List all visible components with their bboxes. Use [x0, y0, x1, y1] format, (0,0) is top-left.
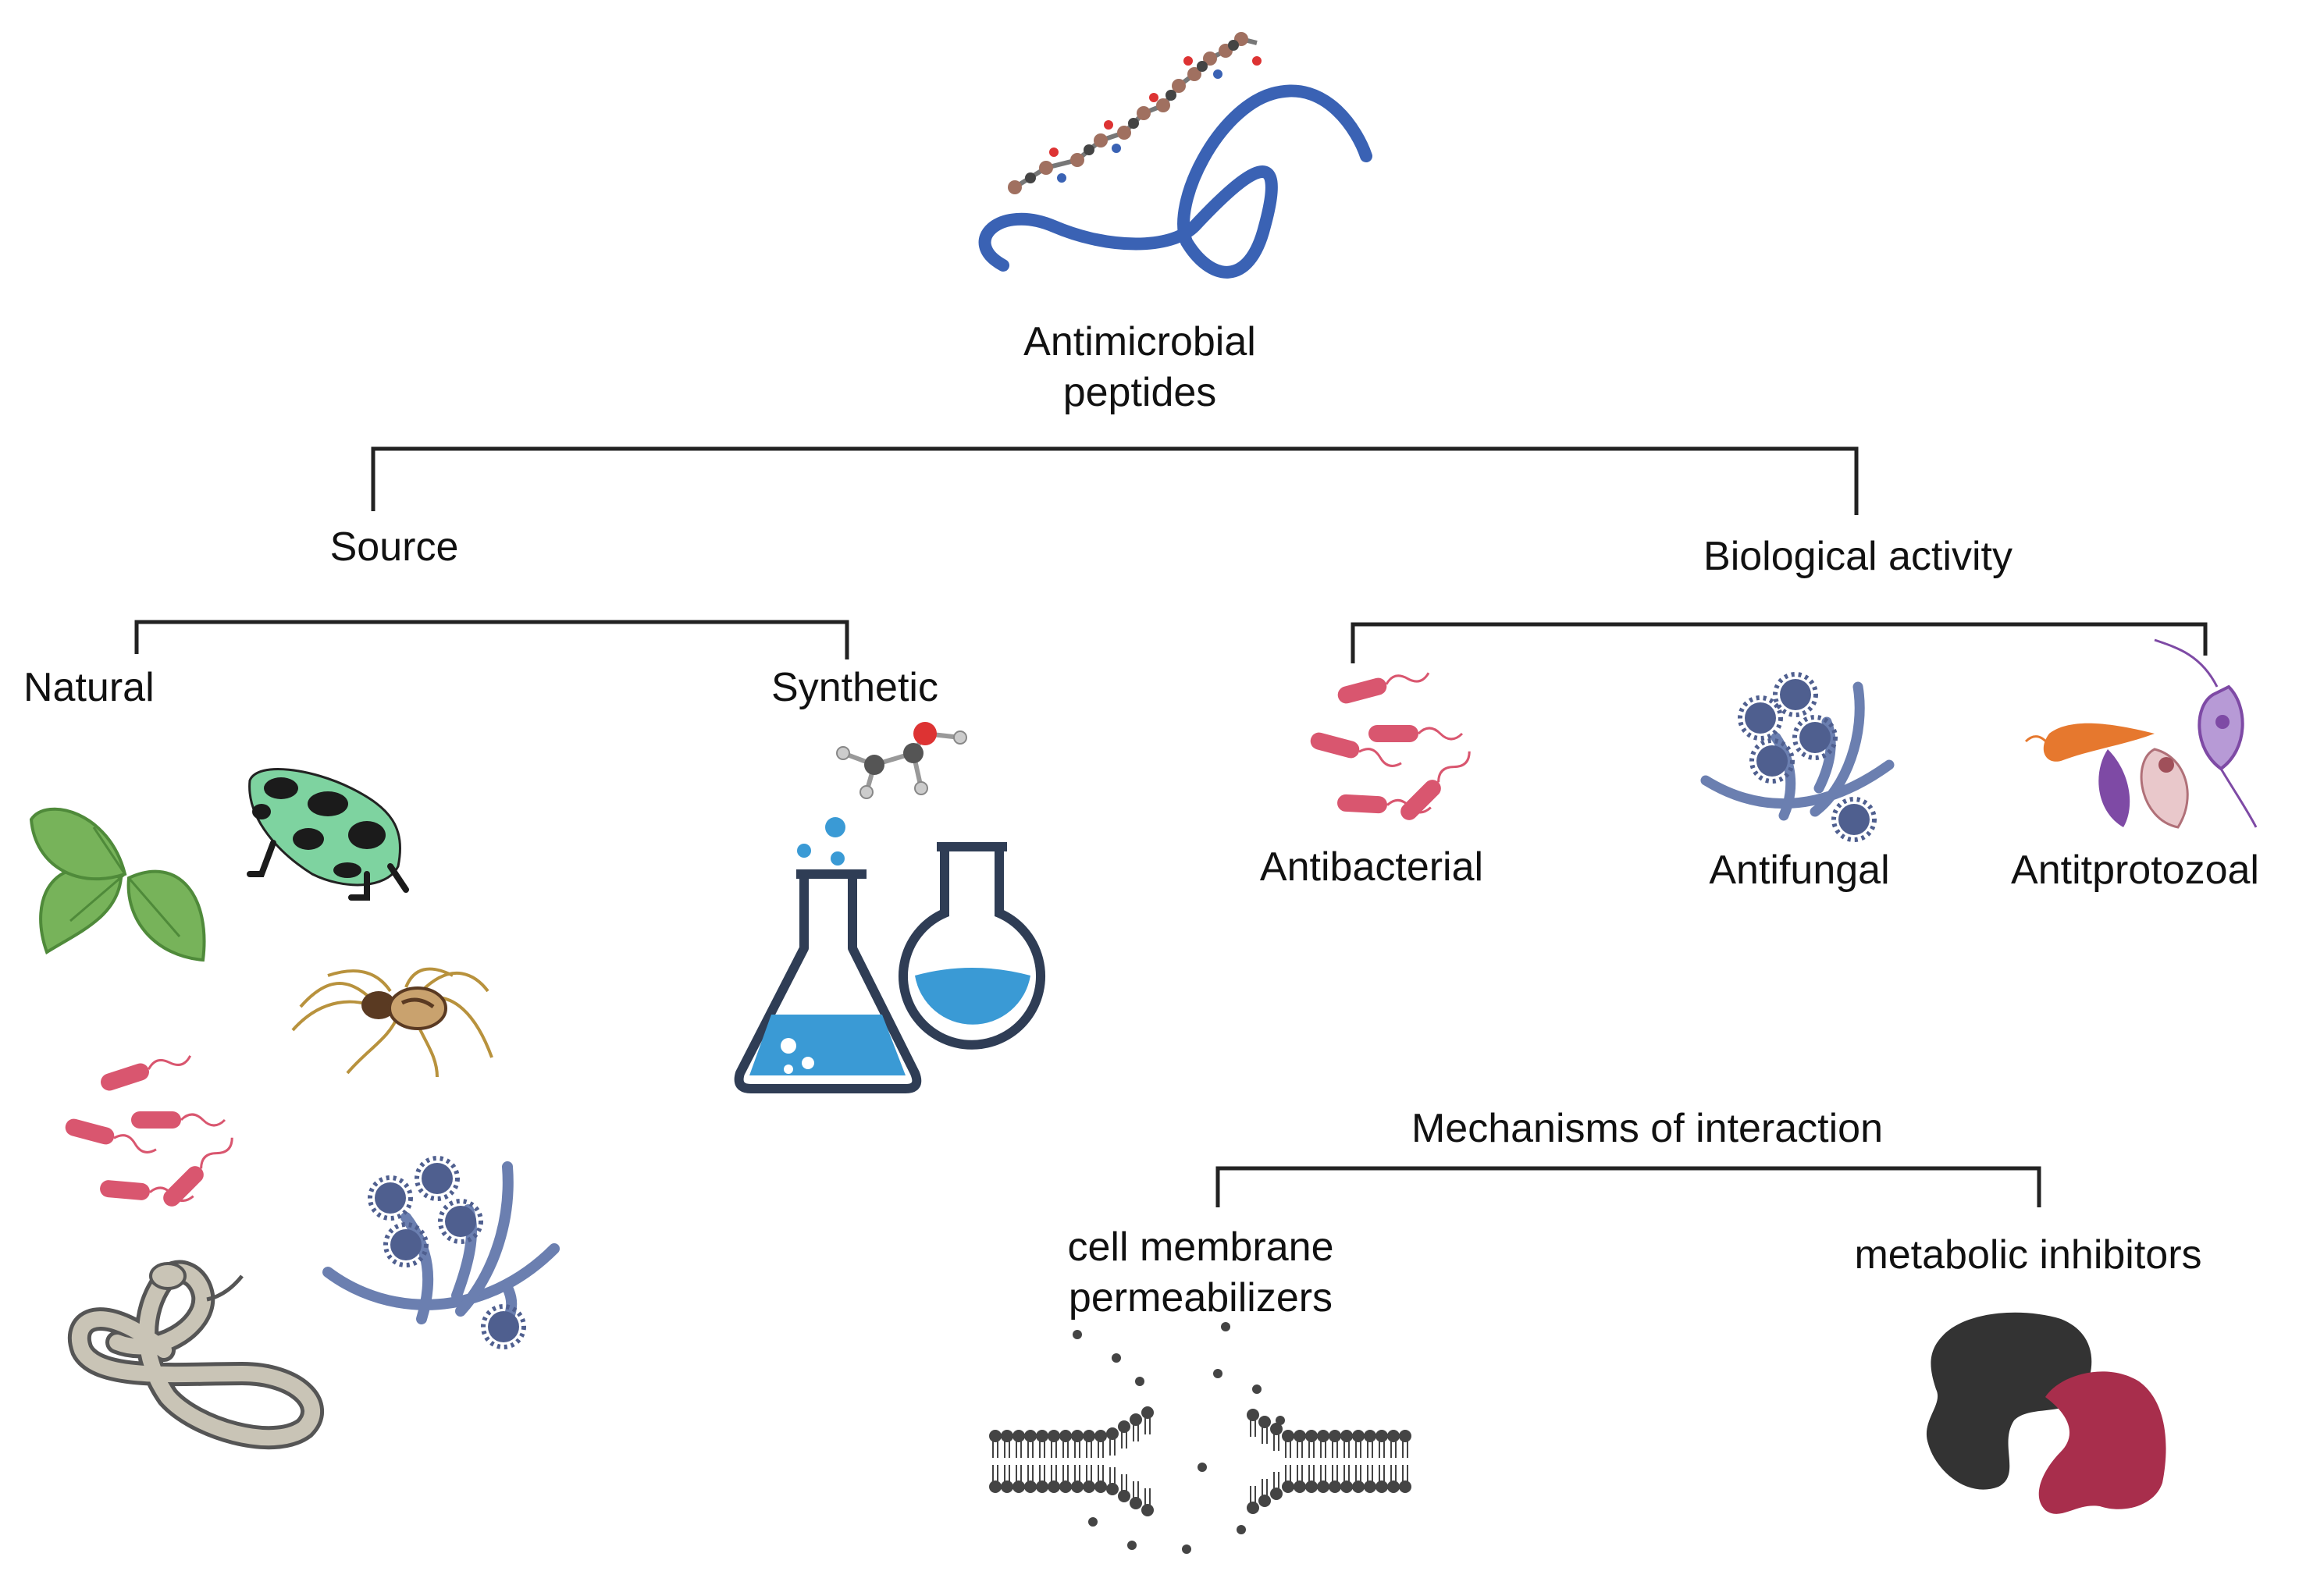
biological-activity-label: Biological activity	[1703, 534, 2013, 579]
leaf-icon	[29, 807, 206, 962]
labels: Antimicrobial peptides Source Natural Sy…	[23, 319, 2259, 1321]
membrane-label-line2: permeabilizers	[1069, 1275, 1333, 1321]
root-label-line2: peptides	[1063, 370, 1217, 415]
lab-flask-icon	[734, 817, 1045, 1093]
snake-icon	[67, 1260, 324, 1450]
peptide-chain-icon	[978, 32, 1372, 279]
metabolic-label: metabolic inhibitors	[1854, 1232, 2201, 1278]
protozoa-icon	[2024, 638, 2258, 829]
antibacterial-label: Antibacterial	[1260, 844, 1483, 890]
molecule-chain-icon	[1008, 32, 1262, 194]
frog-icon	[247, 768, 409, 901]
membrane-label-line1: cell membrane	[1067, 1225, 1333, 1270]
molecule-icon	[836, 722, 967, 799]
source-branch-line	[134, 620, 849, 659]
enzyme-complex-icon	[1926, 1312, 2166, 1514]
antiprotozoal-label: Antitprotozoal	[2011, 848, 2259, 893]
mechanisms-branch-line	[1215, 1166, 2041, 1207]
root-label-line1: Antimicrobial	[1023, 319, 1256, 364]
natural-label: Natural	[23, 665, 155, 710]
synthetic-label: Synthetic	[771, 665, 938, 710]
root-branch-line	[371, 446, 1859, 515]
mechanisms-label: Mechanisms of interaction	[1411, 1106, 1883, 1151]
lipid-bilayer-icon	[989, 1322, 1411, 1554]
antifungal-label: Antifungal	[1709, 848, 1889, 893]
antifungal-fungus-icon	[1700, 674, 1895, 840]
spider-icon	[291, 967, 493, 1078]
activity-branch-line	[1351, 622, 2208, 663]
fungus-icon	[322, 1158, 560, 1347]
antibacterial-bacteria-icon	[1307, 663, 1477, 825]
source-label: Source	[330, 524, 459, 570]
tree-connectors	[134, 446, 2208, 1207]
bacteria-icon	[62, 1046, 240, 1211]
